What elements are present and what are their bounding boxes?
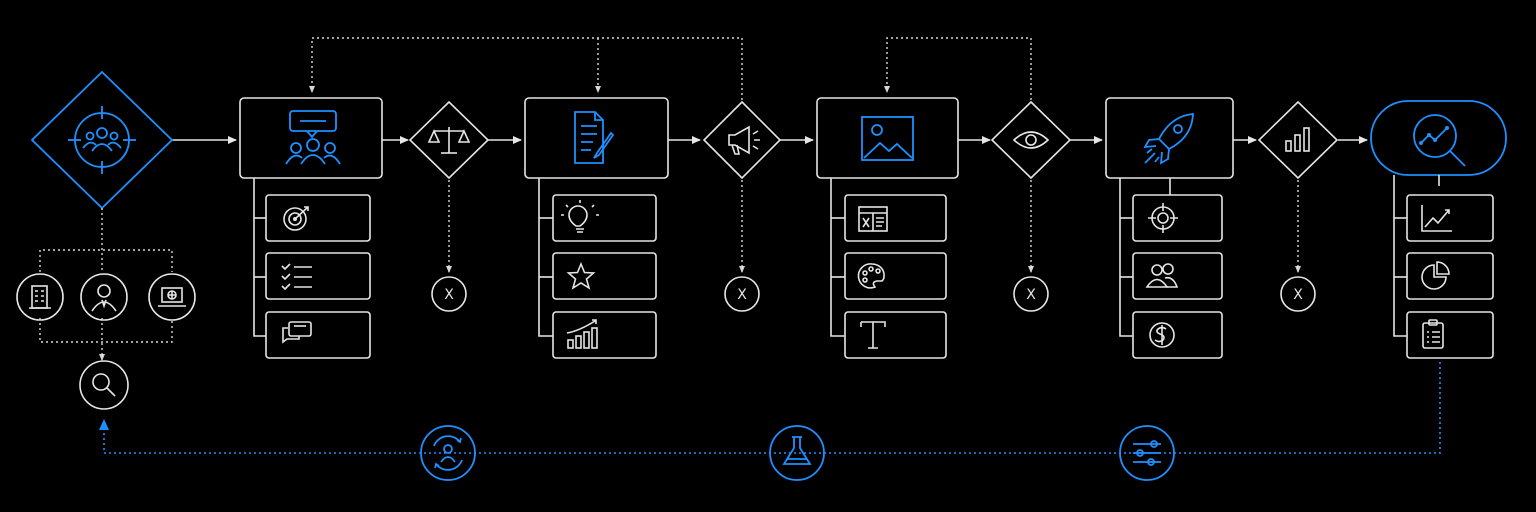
eye-icon: [1012, 131, 1050, 149]
reject-end-2: X: [724, 276, 760, 312]
stage-1-item-3: [265, 311, 371, 359]
document-edit-icon: [574, 111, 615, 164]
feedback-node-1: [420, 425, 476, 481]
palette-icon: [857, 263, 885, 289]
rocket-icon: [1143, 113, 1194, 165]
image-icon: [861, 116, 914, 161]
feedback-node-3: [1119, 425, 1175, 481]
stage-4-item-3: [1132, 311, 1223, 359]
stage-3-item-2: [844, 252, 947, 300]
people-icon: [1145, 263, 1179, 288]
stage-2: [524, 97, 669, 359]
stage-2-item-1: [552, 194, 657, 242]
stage-2-item-3: [552, 311, 657, 359]
source-laptop: [148, 273, 196, 321]
stage-5-item-2: [1406, 252, 1494, 300]
source-person: [80, 273, 128, 321]
bottom-feedback-loop: [99, 362, 1441, 454]
layout-grid-icon: [858, 206, 888, 232]
top-feedback-loops: [309, 37, 1032, 100]
flask-icon: [782, 436, 812, 465]
reject-end-3: X: [1013, 276, 1049, 312]
pie-chart-icon: [1421, 261, 1450, 290]
stage-3-item-3: [844, 311, 947, 359]
decision-4: [1257, 100, 1339, 180]
stage-3-item-1: [844, 194, 947, 242]
stage-3: [816, 97, 959, 359]
target-icon: [283, 206, 309, 231]
stage-1: [239, 97, 383, 359]
analytics-search-icon: [1413, 114, 1466, 167]
growth-chart-icon: [566, 319, 598, 349]
typography-icon: [860, 321, 886, 349]
line-chart-icon: [1421, 205, 1452, 232]
megaphone-icon: [728, 125, 760, 155]
feedback-node-2: [769, 425, 825, 481]
stage-2-item-2: [552, 252, 657, 300]
person-icon: [91, 284, 117, 312]
target-icon: [1148, 203, 1178, 233]
reject-label: X: [737, 287, 747, 303]
lightbulb-icon: [561, 200, 599, 233]
decision-2: [702, 100, 782, 180]
stage-1-item-2: [265, 252, 371, 300]
bar-chart-icon: [1285, 127, 1310, 152]
source-connectors: [39, 208, 173, 361]
stage-1-item-1: [265, 194, 371, 242]
reject-label: X: [1026, 287, 1036, 303]
start-node: [30, 70, 174, 210]
decision-1: [408, 100, 490, 180]
target-audience-icon: [68, 106, 136, 174]
checklist-icon: [281, 263, 312, 291]
stage-5-item-3: [1406, 311, 1494, 359]
reject-end-1: X: [431, 276, 467, 312]
refresh-user-icon: [433, 435, 463, 471]
stage-5-item-1: [1406, 194, 1494, 242]
scales-icon: [427, 127, 471, 154]
chat-bubbles-icon: [282, 321, 312, 344]
source-building: [16, 273, 64, 321]
stage-4-item-1: [1132, 194, 1223, 242]
reject-label: X: [1293, 287, 1303, 303]
stage-5: [1370, 100, 1507, 359]
reject-label: X: [444, 287, 454, 303]
search-icon: [92, 373, 116, 397]
reject-end-4: X: [1280, 276, 1316, 312]
decision-3: [990, 100, 1072, 180]
sliders-icon: [1133, 440, 1161, 466]
star-icon: [566, 261, 596, 290]
laptop-globe-icon: [158, 287, 186, 307]
chat-group-icon: [285, 110, 341, 165]
reject-branches: [446, 180, 1301, 273]
building-icon: [29, 285, 51, 309]
research-node: [79, 360, 129, 410]
stage-4: [1105, 97, 1234, 359]
stage-4-item-2: [1132, 252, 1223, 300]
clipboard-icon: [1422, 319, 1444, 349]
dollar-icon: [1149, 322, 1175, 348]
